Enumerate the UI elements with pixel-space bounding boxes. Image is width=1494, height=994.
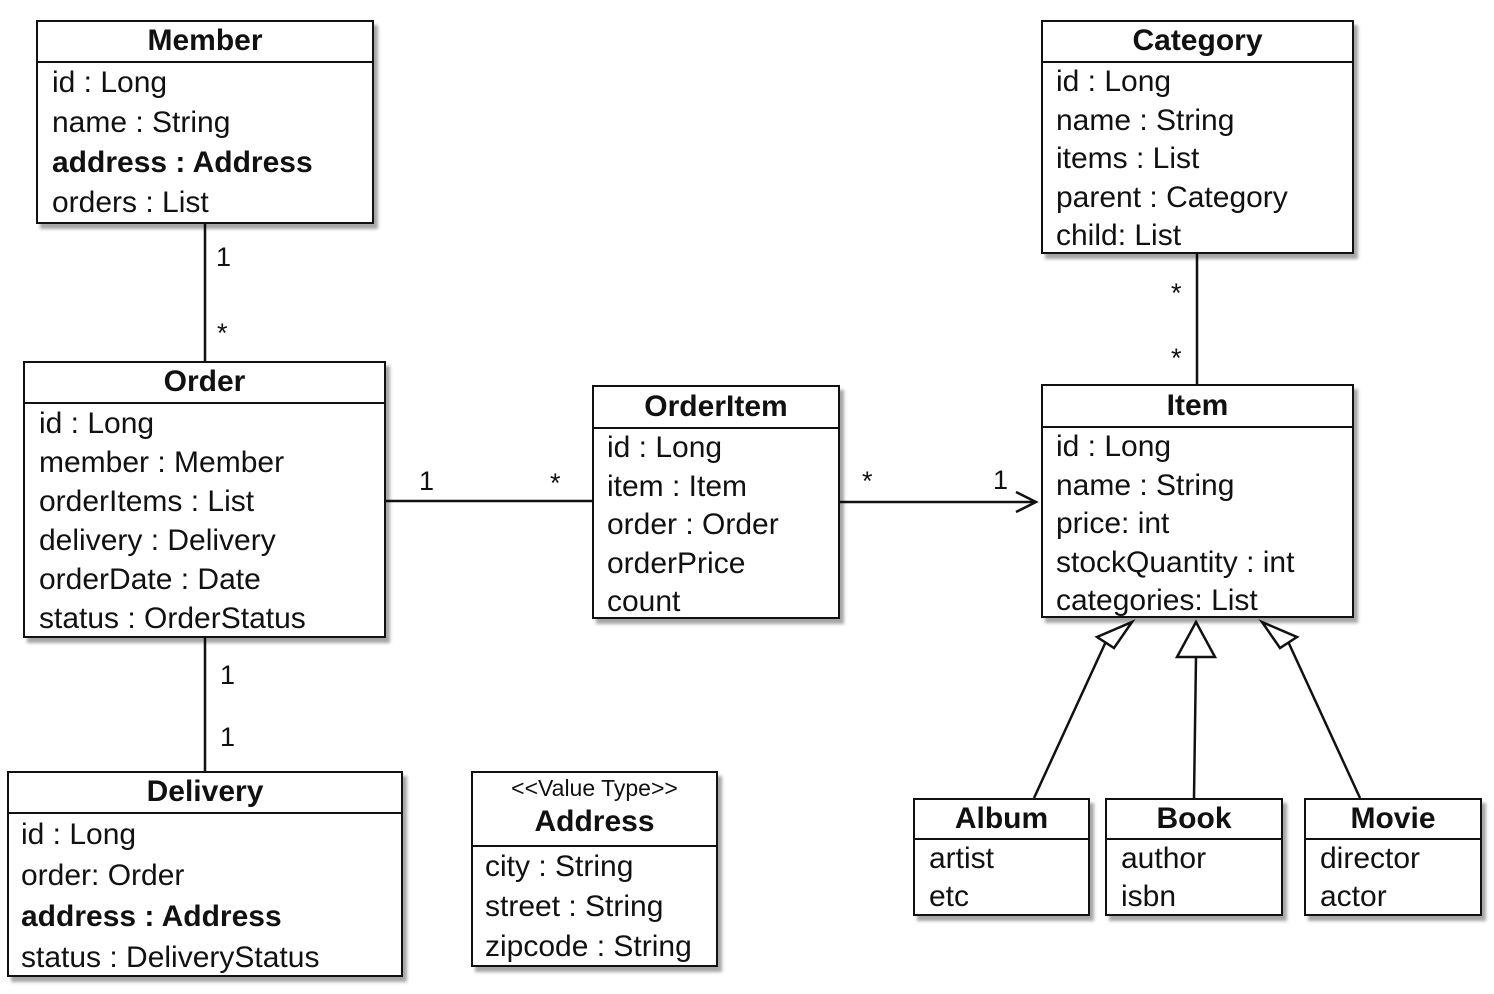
class-movie: Movie director actor (1304, 798, 1482, 916)
class-header: Album (915, 800, 1088, 840)
class-attribute: name : String (1056, 468, 1235, 502)
class-item: Item id : Long name : String price: int stoc… (1041, 384, 1354, 618)
class-header: Movie (1306, 800, 1480, 840)
class-attribute: director (1320, 842, 1421, 875)
class-header: Member (38, 22, 372, 63)
class-header: OrderItem (594, 387, 838, 429)
class-header: Item (1043, 386, 1352, 428)
class-book: Book author isbn (1105, 798, 1283, 916)
class-attribute: orders : List (52, 186, 209, 219)
multiplicity-label: * (1171, 343, 1182, 373)
attribute-list: id : Long member : Member orderItems : Lis… (25, 404, 384, 638)
class-attribute: orderDate : Date (39, 563, 261, 596)
class-attribute: status : OrderStatus (39, 602, 306, 635)
class-attribute: isbn (1121, 880, 1177, 913)
class-header: Order (25, 363, 384, 404)
navigation-arrowhead (1015, 490, 1039, 514)
class-attribute: id : Long (52, 66, 168, 99)
class-title: OrderItem (644, 390, 788, 423)
attribute-list: artist etc (915, 840, 1088, 916)
class-header: <<Value Type>> Address (473, 773, 716, 847)
class-attribute: id : Long (1056, 65, 1172, 98)
class-category: Category id : Long name : String items : Li… (1041, 20, 1354, 254)
attribute-list: id : Long name : String address : Address o… (38, 63, 372, 223)
class-stereotype: <<Value Type>> (511, 775, 678, 801)
class-title: Book (1156, 802, 1232, 835)
class-attribute: author (1121, 842, 1207, 875)
class-header: Delivery (9, 773, 401, 814)
generalization-arrowhead (1174, 619, 1218, 659)
class-attribute: count (607, 585, 681, 618)
multiplicity-label: * (217, 318, 228, 348)
class-attribute: status : DeliveryStatus (21, 941, 320, 974)
class-attribute: street : String (485, 890, 664, 923)
class-attribute: name : String (1056, 103, 1235, 137)
class-attribute: orderItems : List (39, 485, 255, 518)
class-attribute: id : Long (39, 407, 155, 440)
multiplicity-label: 1 (220, 722, 235, 752)
attribute-list: id : Long item : Item order : Order orderPr… (594, 429, 838, 622)
class-attribute: order : Order (607, 508, 779, 541)
multiplicity-label: * (1171, 278, 1182, 308)
class-attribute: delivery : Delivery (39, 524, 276, 557)
attribute-list: director actor (1306, 840, 1480, 916)
class-attribute: order: Order (21, 859, 185, 892)
class-attribute: address : Address (52, 146, 313, 179)
class-attribute: id : Long (21, 818, 137, 851)
attribute-list: id : Long name : String price: int stockQua… (1043, 428, 1352, 621)
class-attribute: id : Long (1056, 430, 1172, 463)
class-title: Address (534, 805, 655, 838)
class-album: Album artist etc (913, 798, 1090, 916)
class-title: Delivery (146, 775, 264, 808)
attribute-list: id : Long name : String items : List parent… (1043, 63, 1352, 256)
class-attribute: artist (929, 842, 995, 875)
class-title: Order (163, 365, 246, 398)
multiplicity-label: 1 (216, 242, 231, 272)
class-order-item: OrderItem id : Long item : Item order : Ord… (592, 385, 840, 619)
generalization-line (1192, 656, 1198, 799)
class-title: Member (147, 24, 263, 57)
class-header: Category (1043, 22, 1352, 63)
class-delivery: Delivery id : Long order: Order address : A… (7, 771, 403, 977)
class-attribute: id : Long (607, 431, 723, 464)
class-attribute: orderPrice (607, 546, 746, 580)
class-attribute: categories: List (1056, 584, 1258, 617)
generalization-arrowhead (1258, 619, 1300, 650)
attribute-list: author isbn (1107, 840, 1281, 916)
class-header: Book (1107, 800, 1281, 840)
class-attribute: parent : Category (1056, 180, 1288, 214)
class-attribute: etc (929, 880, 970, 913)
class-attribute: child: List (1056, 219, 1182, 252)
attribute-list: city : String street : String zipcode : St… (473, 847, 716, 967)
multiplicity-label: * (862, 466, 873, 496)
multiplicity-label: 1 (993, 465, 1008, 495)
multiplicity-label: 1 (220, 660, 235, 690)
class-title: Item (1166, 389, 1229, 422)
class-attribute: item : Item (607, 469, 748, 503)
attribute-list: id : Long order: Order address : Address st… (9, 814, 401, 978)
class-attribute: items : List (1056, 142, 1200, 175)
class-attribute: city : String (485, 850, 634, 883)
multiplicity-label: * (550, 468, 561, 498)
class-attribute: stockQuantity : int (1056, 545, 1295, 579)
multiplicity-label: 1 (419, 466, 434, 496)
class-attribute: address : Address (21, 900, 282, 933)
class-title: Category (1132, 24, 1263, 57)
class-member: Member id : Long name : String address : Ad… (36, 20, 374, 224)
generalization-arrowhead (1094, 619, 1136, 650)
class-attribute: zipcode : String (485, 930, 692, 963)
class-attribute: member : Member (39, 446, 285, 479)
generalization-line (1032, 641, 1107, 799)
class-attribute: actor (1320, 880, 1387, 913)
generalization-line (1287, 641, 1362, 799)
class-title: Movie (1350, 802, 1436, 835)
class-attribute: name : String (52, 106, 231, 139)
class-address: <<Value Type>> Address city : String street… (471, 771, 718, 967)
class-attribute: price: int (1056, 507, 1170, 540)
class-title: Album (954, 802, 1049, 835)
